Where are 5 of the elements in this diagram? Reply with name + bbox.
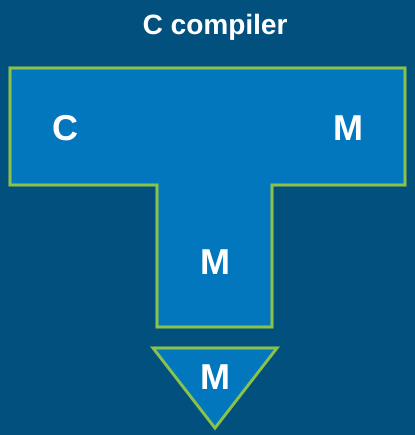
language-label: M (200, 244, 230, 280)
language-label: M (333, 110, 363, 146)
language-label: M (200, 359, 230, 395)
diagram-title: C compiler (142, 11, 288, 39)
language-label: C (52, 110, 78, 146)
